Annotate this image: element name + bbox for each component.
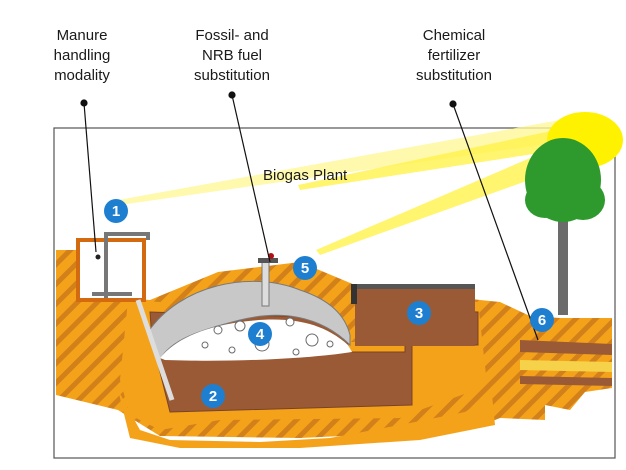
marker-3: 3 bbox=[407, 301, 431, 325]
fertilizer-layer-3 bbox=[520, 376, 612, 386]
marker-number: 2 bbox=[209, 388, 217, 405]
inlet-pipe bbox=[135, 299, 175, 401]
label-line: handling bbox=[54, 47, 111, 64]
marker-2: 2 bbox=[201, 384, 225, 408]
marker-number: 1 bbox=[112, 203, 120, 220]
fertilizer-layer-2 bbox=[520, 360, 612, 372]
label-line: NRB fuel bbox=[202, 47, 262, 64]
diagram-frame bbox=[53, 127, 616, 459]
inlet-tank bbox=[76, 232, 150, 302]
plant-title: Biogas Plant bbox=[263, 167, 348, 184]
label-line: substitution bbox=[416, 67, 492, 84]
fertilizer-layer bbox=[520, 340, 612, 355]
callout-lines bbox=[80, 91, 539, 341]
label-chemical-fertilizer: Chemical fertilizer substitution bbox=[416, 27, 492, 84]
marker-number: 5 bbox=[301, 260, 309, 277]
label-line: Fossil- and bbox=[195, 27, 268, 44]
marker-5: 5 bbox=[293, 256, 317, 280]
marker-number: 6 bbox=[538, 312, 546, 329]
label-line: Chemical bbox=[423, 27, 486, 44]
label-line: fertilizer bbox=[428, 47, 481, 64]
label-fossil-fuel: Fossil- and NRB fuel substitution bbox=[194, 27, 270, 84]
gas-dome bbox=[147, 280, 351, 362]
marker-1: 1 bbox=[104, 199, 128, 223]
marker-4: 4 bbox=[248, 322, 272, 346]
marker-number: 4 bbox=[256, 326, 265, 343]
label-line: Manure bbox=[57, 27, 108, 44]
marker-number: 3 bbox=[415, 305, 423, 322]
marker-6: 6 bbox=[530, 308, 554, 332]
label-manure-handling: Manure handling modality bbox=[54, 27, 111, 84]
label-line: substitution bbox=[194, 67, 270, 84]
outlet-tank-cover bbox=[355, 284, 475, 289]
label-line: modality bbox=[54, 67, 110, 84]
tree-icon bbox=[525, 138, 605, 315]
ground-bottom-band bbox=[118, 390, 495, 448]
